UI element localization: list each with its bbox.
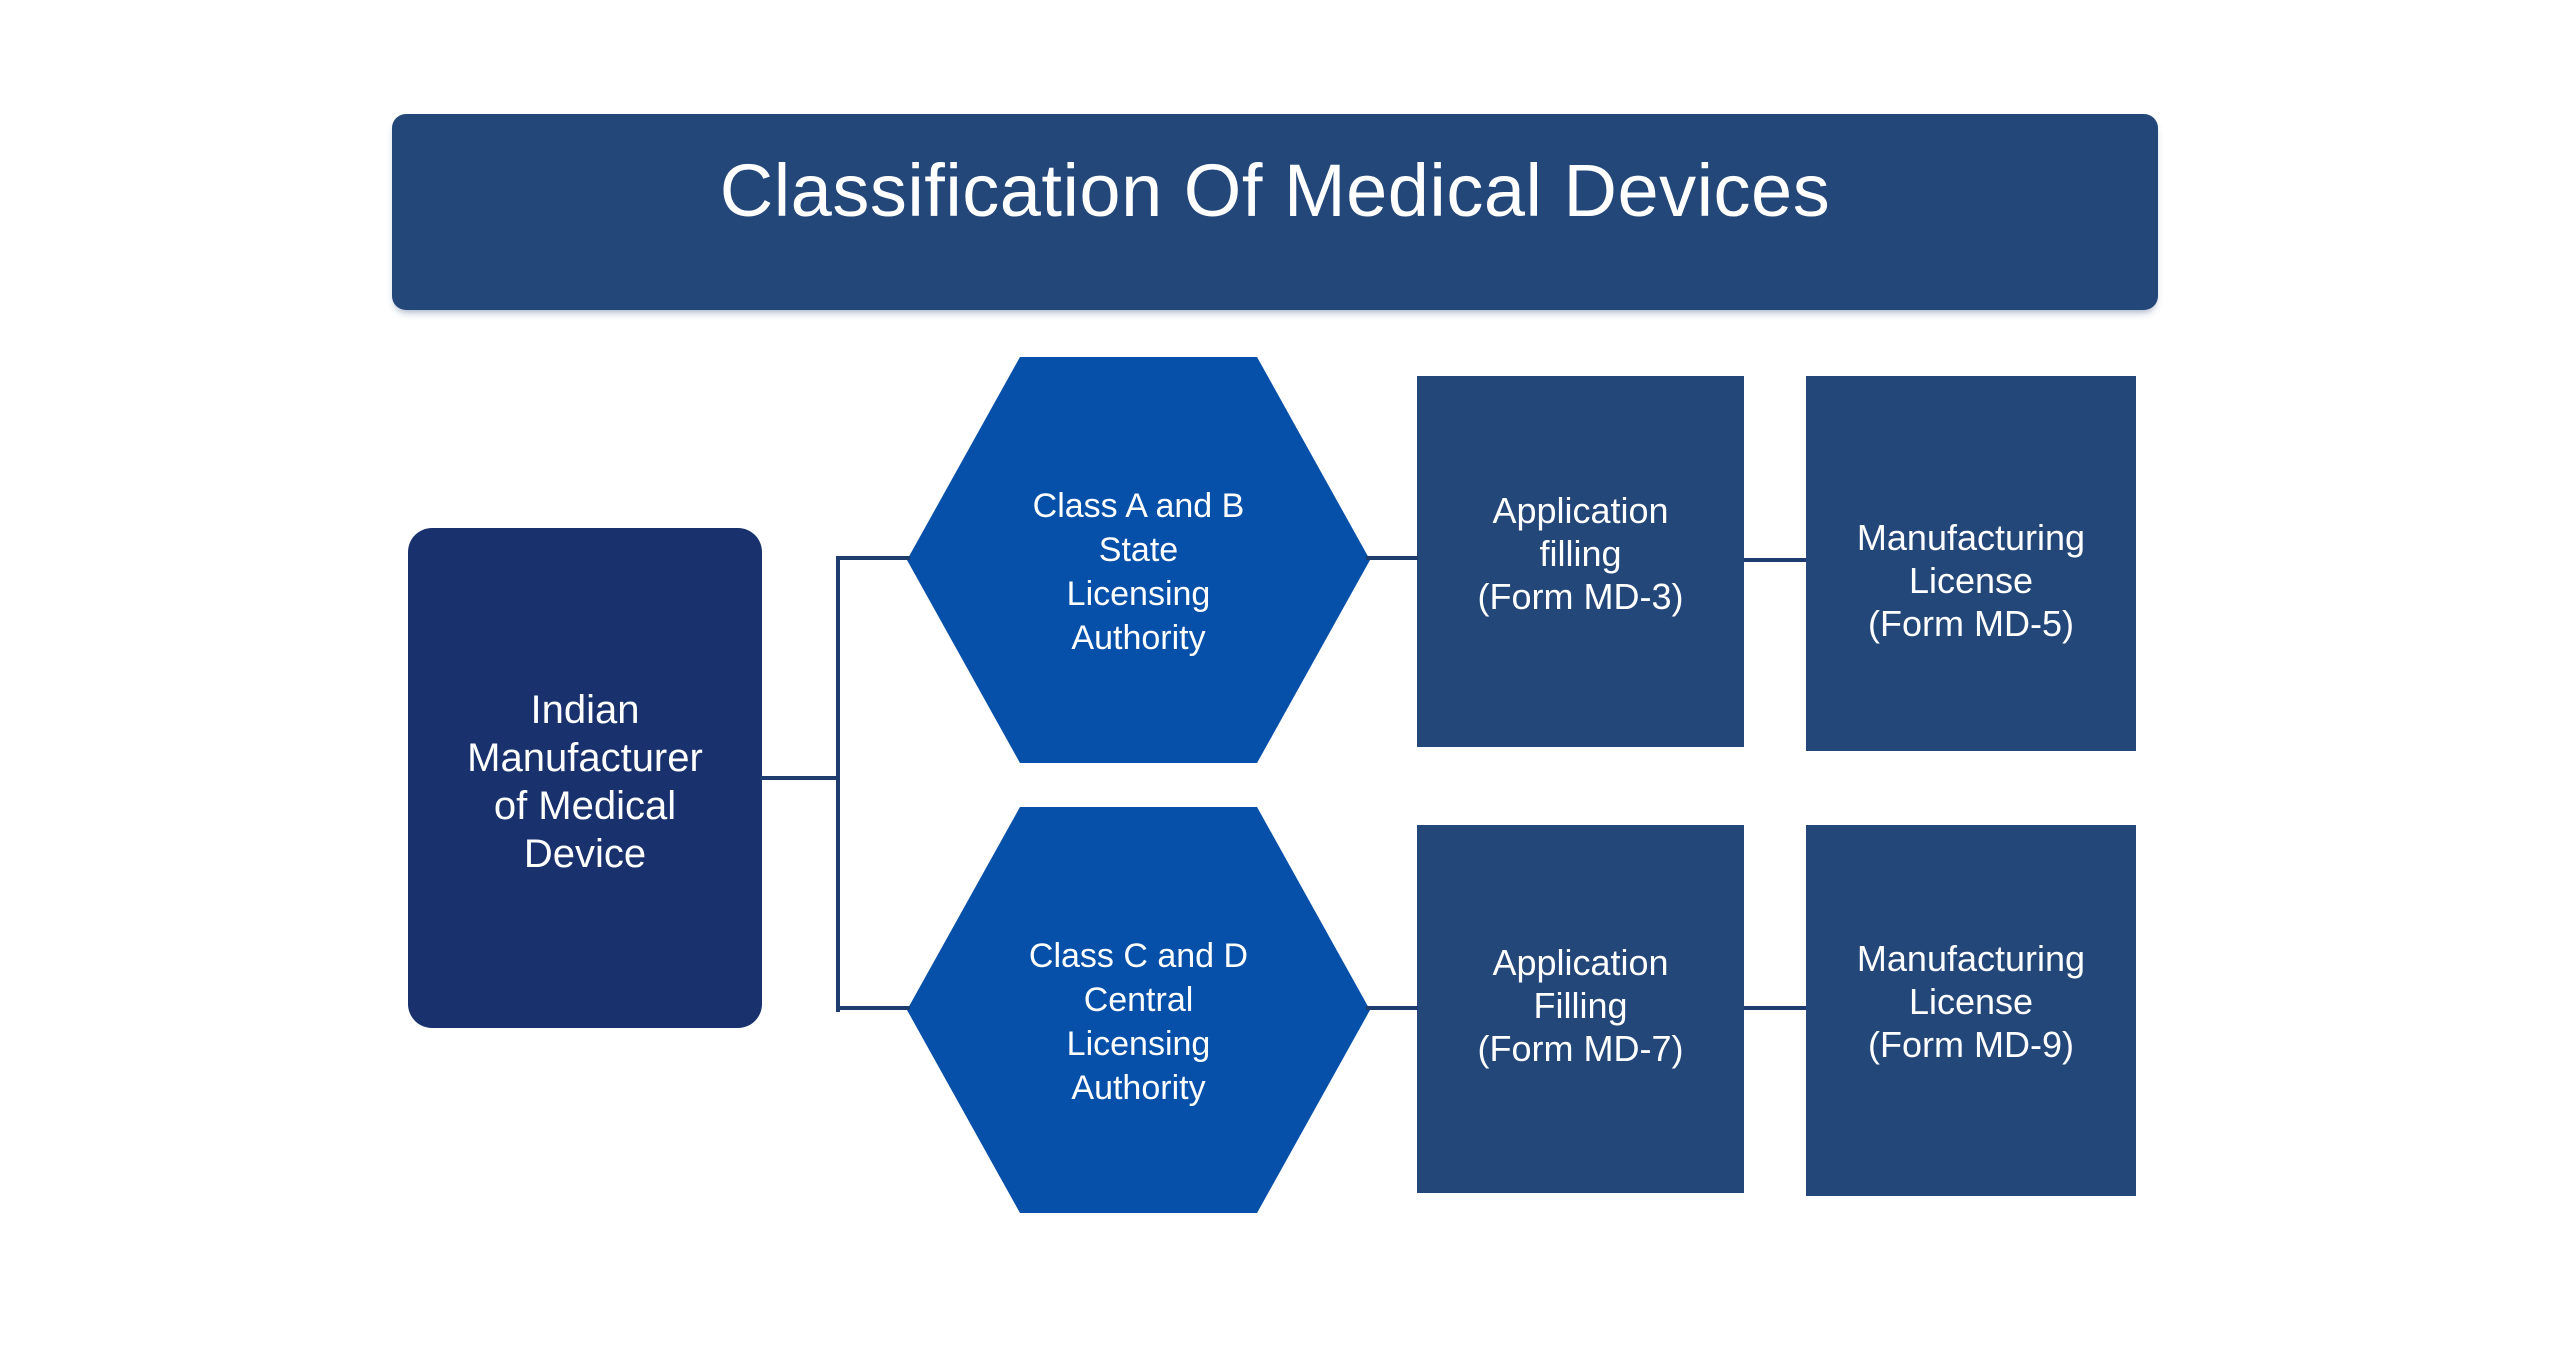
node-text: Class C and D Central Licensing Authorit… xyxy=(1029,934,1248,1110)
node-text-line: License xyxy=(1908,981,2034,1022)
node-text: Manufacturing License (Form MD-5) xyxy=(1857,516,2085,645)
node-text-line: Class C and D xyxy=(1028,937,1249,975)
node-text-line: Application xyxy=(1492,941,1669,983)
connector-md7-to-md9 xyxy=(1744,1006,1806,1010)
node-text-line: Class A and B xyxy=(1032,487,1245,525)
node-text-line: of Medical xyxy=(493,784,677,828)
node-text-line: filling xyxy=(1539,533,1622,574)
node-manufacturing-license-md5: Manufacturing License (Form MD-5) xyxy=(1806,376,2136,751)
node-text-line: Device xyxy=(523,832,647,876)
node-text-line: Manufacturing xyxy=(1856,938,2086,979)
node-text-line: Indian xyxy=(530,688,640,732)
connector-hex-cd-to-md7 xyxy=(1366,1006,1418,1010)
node-text-line: Filling xyxy=(1533,984,1628,1026)
node-indian-manufacturer: Indian Manufacturer of Medical Device xyxy=(408,528,762,1028)
node-class-cd-central-authority: Class C and D Central Licensing Authorit… xyxy=(907,807,1370,1213)
connector-manufacturer-to-trunk xyxy=(760,776,840,780)
node-text-line: (Form MD-9) xyxy=(1868,1024,2074,1065)
node-text-line: Manufacturer xyxy=(467,736,703,780)
page-title: Classification Of Medical Devices xyxy=(719,148,1831,232)
node-text-line: Manufacturing xyxy=(1856,517,2086,558)
node-text-line: State xyxy=(1098,531,1179,569)
connector-hex-ab-to-md3 xyxy=(1366,556,1418,560)
node-text-line: Authority xyxy=(1071,619,1206,657)
node-text-line: License xyxy=(1908,560,2034,601)
node-text-line: (Form MD-7) xyxy=(1477,1027,1684,1069)
node-text-line: (Form MD-5) xyxy=(1868,603,2074,644)
node-text: Application Filling (Form MD-7) xyxy=(1478,941,1684,1070)
node-text: Indian Manufacturer of Medical Device xyxy=(467,686,703,878)
node-text-line: (Form MD-3) xyxy=(1477,576,1684,617)
node-text: Application filling (Form MD-3) xyxy=(1478,489,1684,618)
node-text-line: Licensing xyxy=(1066,1025,1211,1063)
connector-md3-to-md5 xyxy=(1744,558,1806,562)
node-class-ab-state-authority: Class A and B State Licensing Authority xyxy=(907,357,1370,763)
title-banner: Classification Of Medical Devices xyxy=(392,114,2158,310)
node-text: Class A and B State Licensing Authority xyxy=(1033,484,1245,660)
node-text-line: Application xyxy=(1492,490,1669,531)
node-text-line: Authority xyxy=(1071,1069,1206,1107)
node-text-line: Central xyxy=(1083,981,1194,1019)
node-text: Manufacturing License (Form MD-9) xyxy=(1857,937,2085,1066)
node-text-line: Licensing xyxy=(1066,575,1211,613)
node-application-filling-md7: Application Filling (Form MD-7) xyxy=(1417,825,1744,1193)
connector-trunk-vertical xyxy=(836,556,840,1012)
connector-trunk-to-hex-ab xyxy=(838,556,910,560)
node-manufacturing-license-md9: Manufacturing License (Form MD-9) xyxy=(1806,825,2136,1196)
node-application-filling-md3: Application filling (Form MD-3) xyxy=(1417,376,1744,747)
connector-trunk-to-hex-cd xyxy=(838,1006,910,1010)
